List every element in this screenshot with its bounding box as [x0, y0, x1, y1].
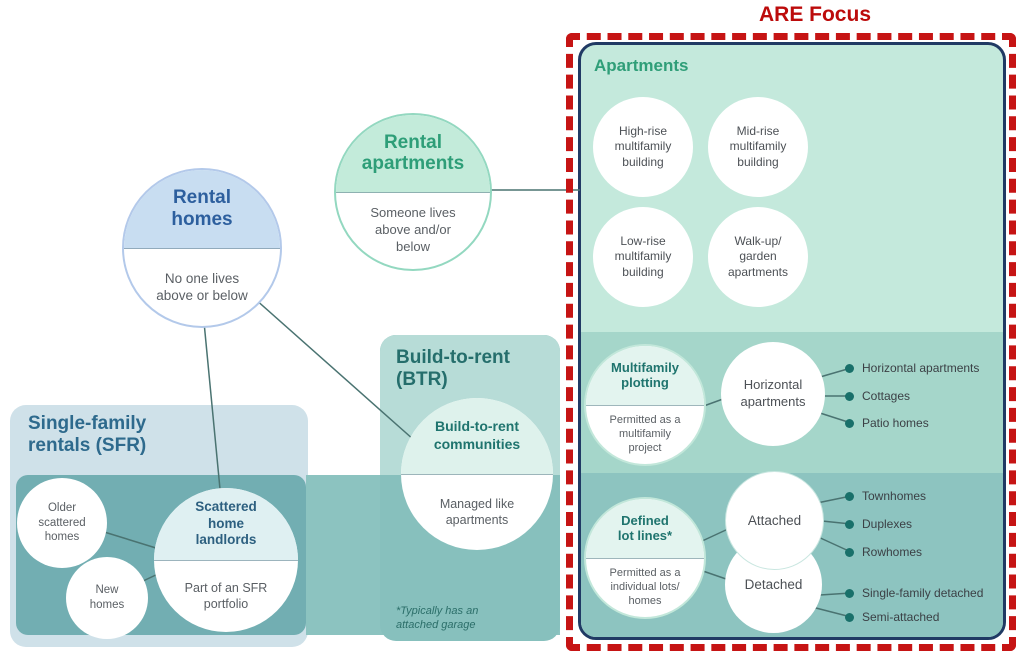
mid-rise-node: Mid-rise multifamily building	[708, 97, 808, 197]
bullet-label: Cottages	[862, 389, 911, 403]
bullet-rowhomes: Rowhomes	[845, 543, 922, 561]
connector-line	[811, 606, 852, 618]
connector-line	[253, 297, 415, 441]
rental-apartments-subtitle: Someone lives above and/or below	[370, 205, 456, 255]
are-focus-label: ARE Focus	[758, 3, 871, 26]
rental-homes-title: Rental homes	[171, 187, 233, 230]
rental-apartments-title: Rental apartments	[361, 131, 465, 175]
new-homes-label: New homes	[89, 584, 125, 611]
apartments-band-title: Apartments	[594, 56, 689, 75]
defined-lot-lines-subtitle: Permitted as a individual lots/ homes	[609, 567, 681, 607]
btr-communities-subtitle: Managed like apartments	[439, 497, 515, 528]
bullet-duplexes: Duplexes	[845, 515, 912, 533]
connector-line	[203, 321, 221, 490]
bullet-label: Horizontal apartments	[862, 361, 980, 375]
bullet-label: Rowhomes	[862, 545, 923, 559]
multifamily-plotting-node: Multifamily plotting Permitted as a mult…	[584, 344, 706, 466]
bullet-dot-icon	[845, 612, 854, 622]
horizontal-apartments-hub: Horizontal apartments	[721, 342, 825, 446]
bullet-patio-homes: Patio homes	[845, 414, 929, 432]
multifamily-plotting-subtitle: Permitted as a multifamily project	[609, 414, 681, 454]
defined-lot-lines-node: Defined lot lines* Permitted as a indivi…	[584, 497, 706, 619]
detached-hub-label: Detached	[744, 576, 803, 592]
mid-rise-label: Mid-rise multifamily building	[729, 123, 787, 169]
high-rise-node: High-rise multifamily building	[593, 97, 693, 197]
bullet-label: Semi-attached	[862, 610, 940, 624]
connector-line	[699, 528, 729, 543]
walk-up-label: Walk-up/ garden apartments	[727, 233, 789, 279]
sfr-group-title: Single-family rentals (SFR)	[28, 413, 147, 457]
bullet-dot-icon	[845, 547, 854, 557]
scattered-home-landlords-title: Scattered home landlords	[195, 499, 257, 547]
high-rise-label: High-rise multifamily building	[614, 123, 672, 169]
btr-communities-node: Build-to-rent communities Managed like a…	[401, 398, 553, 550]
bullet-single-family-detached: Single-family detached	[845, 584, 983, 602]
bullet-dot-icon	[845, 588, 854, 598]
bullet-cottages: Cottages	[845, 387, 910, 405]
bullet-dot-icon	[845, 491, 854, 501]
bullet-townhomes: Townhomes	[845, 487, 926, 505]
bullet-label: Patio homes	[862, 416, 929, 430]
scattered-home-landlords-subtitle: Part of an SFR portfolio	[184, 581, 268, 612]
btr-footnote: *Typically has an attached garage	[396, 605, 479, 632]
bullet-label: Duplexes	[862, 517, 913, 531]
rental-homes-subtitle: No one lives above or below	[156, 270, 248, 304]
low-rise-node: Low-rise multifamily building	[593, 207, 693, 307]
bullet-dot-icon	[845, 418, 854, 428]
bullet-semi-attached: Semi-attached	[845, 608, 939, 626]
walk-up-node: Walk-up/ garden apartments	[708, 207, 808, 307]
scattered-home-landlords-node: Scattered home landlords Part of an SFR …	[154, 488, 298, 632]
btr-group-title: Build-to-rent (BTR)	[396, 347, 510, 391]
attached-hub: Attached	[725, 471, 824, 570]
btr-communities-title: Build-to-rent communities	[433, 418, 521, 452]
low-rise-label: Low-rise multifamily building	[614, 233, 672, 279]
defined-lot-lines-title: Defined lot lines*	[617, 512, 673, 544]
bullet-dot-icon	[845, 363, 854, 373]
older-scattered-homes-node: Older scattered homes	[17, 478, 107, 568]
bullet-label: Single-family detached	[862, 586, 984, 600]
multifamily-plotting-title: Multifamily plotting	[611, 359, 679, 391]
bullet-label: Townhomes	[862, 489, 927, 503]
connector-line	[100, 530, 157, 549]
rental-homes-node: Rental homes No one lives above or below	[122, 168, 282, 328]
bullet-dot-icon	[845, 519, 854, 529]
rental-apartments-node: Rental apartments Someone lives above an…	[334, 113, 492, 271]
older-scattered-homes-label: Older scattered homes	[38, 501, 86, 544]
attached-hub-label: Attached	[747, 512, 802, 528]
connector-line	[699, 569, 730, 581]
horizontal-apartments-hub-label: Horizontal apartments	[740, 377, 806, 409]
bullet-horizontal-apartments: Horizontal apartments	[845, 359, 979, 377]
bullet-dot-icon	[845, 391, 854, 401]
new-homes-node: New homes	[66, 557, 148, 639]
